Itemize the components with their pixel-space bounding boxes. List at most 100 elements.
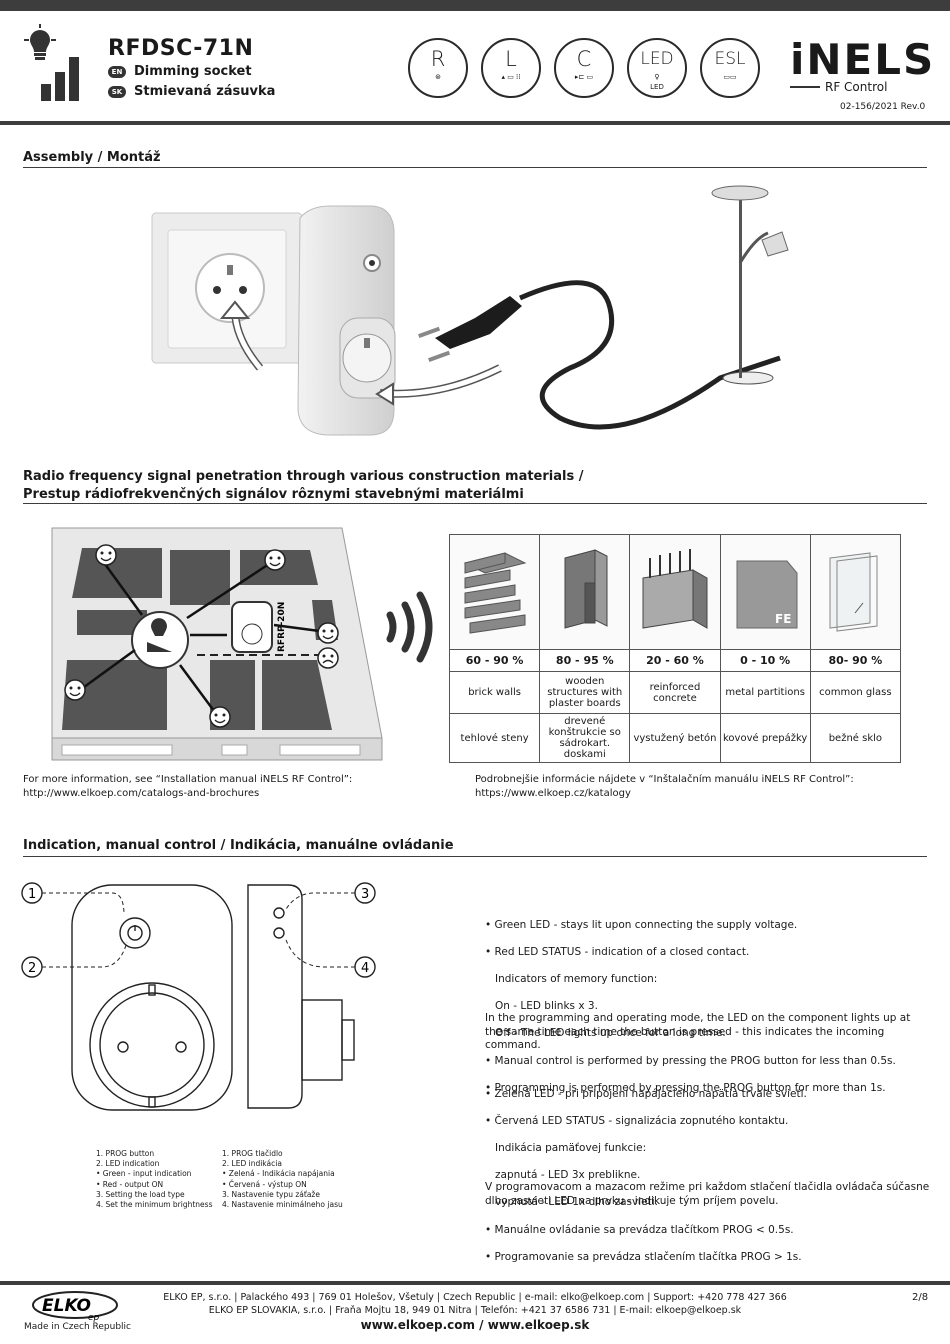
text-sk-2: • Červená LED STATUS - signalizácia zopn… (485, 1114, 789, 1127)
text-sk-6: • Manuálne ovládanie sa prevádza tlačítk… (485, 1223, 794, 1236)
materials-table: FE 60 - 90 % 80 - 95 % 20 - 60 % 0 - 10 … (448, 534, 902, 763)
en-product-name: EN Dimming socket (108, 64, 252, 79)
assembly-heading: Assembly / Montáž (23, 150, 161, 165)
logo-text: ELKO (42, 1296, 91, 1316)
legend-sk-3: • Zelená - Indikácia napájania (222, 1169, 335, 1179)
text-en-2: • Red LED STATUS - indication of a close… (485, 945, 750, 958)
legend-sk-2: 2. LED indikácia (222, 1159, 282, 1169)
legend-en-3: • Green - input indication (96, 1169, 192, 1179)
en-name-text: Dimming socket (134, 64, 252, 79)
fe-label: FE (775, 612, 791, 626)
page-number: 2/8 (912, 1292, 929, 1303)
brand-subtitle: RF Control (825, 80, 888, 94)
load-led-icon: LED♀LED (627, 38, 687, 98)
load-esl-letter: ESL (714, 49, 746, 69)
top-bar (0, 0, 950, 11)
load-led-sub: LED (650, 83, 664, 91)
doc-ref: 02-156/2021 Rev.0 (840, 102, 926, 112)
floor-plan-diagram: RFRP-20N (22, 520, 442, 765)
legend-sk-5: 3. Nastavenie typu záťaže (222, 1189, 320, 1199)
wood-sk: drevené konštrukcie so sádrokart. doskam… (539, 713, 631, 763)
elko-logo: ELKO ep (30, 1290, 120, 1323)
device-drawings: 1 2 3 4 (20, 875, 390, 1145)
text-sk-3: Indikácia pamäťovej funkcie: (485, 1141, 647, 1154)
dimmer-product-icon (22, 24, 87, 102)
load-l-icon: L▴ ▭ ⁞⁞ (481, 38, 541, 98)
model-title: RFDSC-71N (108, 36, 254, 61)
text-en-7: • Programming is performed by pressing t… (485, 1081, 886, 1094)
sk-product-name: SK Stmievaná zásuvka (108, 84, 275, 99)
glass-en: common glass (809, 671, 902, 714)
load-c-icon: C▸⊏ ▭ (554, 38, 614, 98)
made-in: Made in Czech Republic (24, 1322, 131, 1332)
en-badge: EN (108, 65, 126, 78)
text-sk-1: • Zelená LED - pri pripojení napájacieho… (485, 1087, 807, 1100)
indication-para-en: In the programming and operating mode, t… (485, 1012, 911, 1052)
load-led-letter: LED (640, 49, 674, 69)
glass-sk: bežné sklo (809, 713, 902, 763)
concrete-en: reinforced concrete (629, 671, 721, 714)
text-en-6: • Manual control is performed by pressin… (485, 1054, 896, 1067)
metal-en: metal partitions (719, 671, 811, 714)
more-info-en: For more information, see “Installation … (23, 773, 352, 801)
load-r-letter: R (430, 47, 446, 71)
text-sk-5: vypnutá - LED 1x dlho zasvieti. (485, 1196, 658, 1209)
brick-pct: 60 - 90 % (448, 649, 541, 672)
text-sk-4: zapnutá - LED 3x preblikne. (485, 1169, 641, 1182)
indication-heading: Indication, manual control / Indikácia, … (23, 838, 454, 853)
brand-logo: iNELS (790, 35, 936, 84)
more-info-en-link[interactable]: http://www.elkoep.com/catalogs-and-broch… (23, 788, 260, 799)
legend-en-1: 1. PROG button (96, 1149, 155, 1158)
glass-icon (809, 534, 902, 650)
header-divider (0, 121, 950, 125)
legend-sk-4: • Červená - výstup ON (222, 1179, 307, 1189)
legend-en-2: 2. LED indication (96, 1159, 160, 1169)
more-info-sk: Podrobnejšie informácie nájdete v “Inšta… (475, 773, 854, 801)
wood-pct: 80 - 95 % (539, 649, 631, 672)
sk-name-text: Stmievaná zásuvka (134, 84, 276, 99)
footer-web[interactable]: www.elkoep.com / www.elkoep.sk (360, 1318, 590, 1332)
more-info-sk-link[interactable]: https://www.elkoep.cz/katalogy (475, 788, 631, 799)
assembly-illustration (150, 178, 790, 448)
wood-plaster-icon (539, 534, 631, 650)
indication-text-en: • Green LED - stays lit upon connecting … (485, 905, 896, 1109)
callout-4: 4 (361, 961, 369, 976)
load-esl-icon: ESL▭▭ (700, 38, 760, 98)
metal-sk: kovové prepážky (719, 713, 811, 763)
glass-pct: 80- 90 % (809, 649, 902, 672)
brick-icon (448, 534, 541, 650)
brand-underline (790, 86, 820, 88)
load-l-letter: L (505, 47, 517, 71)
callout-2: 2 (28, 961, 36, 976)
legend-sk-1: 1. PROG tlačidlo (222, 1149, 283, 1158)
indication-para-sk: V programovacom a mazacom režime pri kaž… (485, 1181, 930, 1207)
load-r-icon: R⊛ (408, 38, 468, 98)
sk-badge: SK (108, 85, 126, 98)
indication-text-sk: • Zelená LED - pri pripojení napájacieho… (485, 1074, 807, 1278)
legend-en-6: 4. Set the minimum brightness (96, 1200, 213, 1210)
footer-line-2: ELKO EP SLOVAKIA, s.r.o. | Fraňa Mojtu 1… (208, 1305, 742, 1316)
text-sk-7: • Programovanie sa prevádza stlačením tl… (485, 1250, 802, 1263)
text-en-4: On - LED blinks x 3. (485, 1000, 598, 1013)
logo-ep: ep (88, 1313, 100, 1322)
text-en-1: • Green LED - stays lit upon connecting … (485, 918, 798, 931)
more-info-en-text: For more information, see “Installation … (23, 774, 353, 785)
callout-3: 3 (361, 887, 369, 902)
brick-sk: tehlové steny (448, 713, 541, 763)
concrete-pct: 20 - 60 % (629, 649, 721, 672)
legend-en: 1. PROG button 2. LED indication • Green… (96, 1149, 212, 1210)
metal-pct: 0 - 10 % (719, 649, 811, 672)
callout-1: 1 (28, 887, 36, 902)
assembly-rule (23, 167, 927, 168)
load-c-letter: C (576, 47, 592, 71)
footer-divider (0, 1281, 950, 1285)
rf-heading-sk: Prestup rádiofrekvenčných signálov rôzny… (23, 487, 524, 502)
concrete-icon (629, 534, 721, 650)
brick-en: brick walls (448, 671, 541, 714)
rf-rule (23, 503, 927, 504)
text-en-5: Off - The LED lights up once for a long … (485, 1027, 726, 1040)
rf-heading-en: Radio frequency signal penetration throu… (23, 469, 584, 484)
concrete-sk: vystužený betón (629, 713, 721, 763)
legend-sk-6: 4. Nastavenie minimálneho jasu (222, 1200, 343, 1210)
legend-sk: 1. PROG tlačidlo 2. LED indikácia • Zele… (222, 1149, 343, 1210)
